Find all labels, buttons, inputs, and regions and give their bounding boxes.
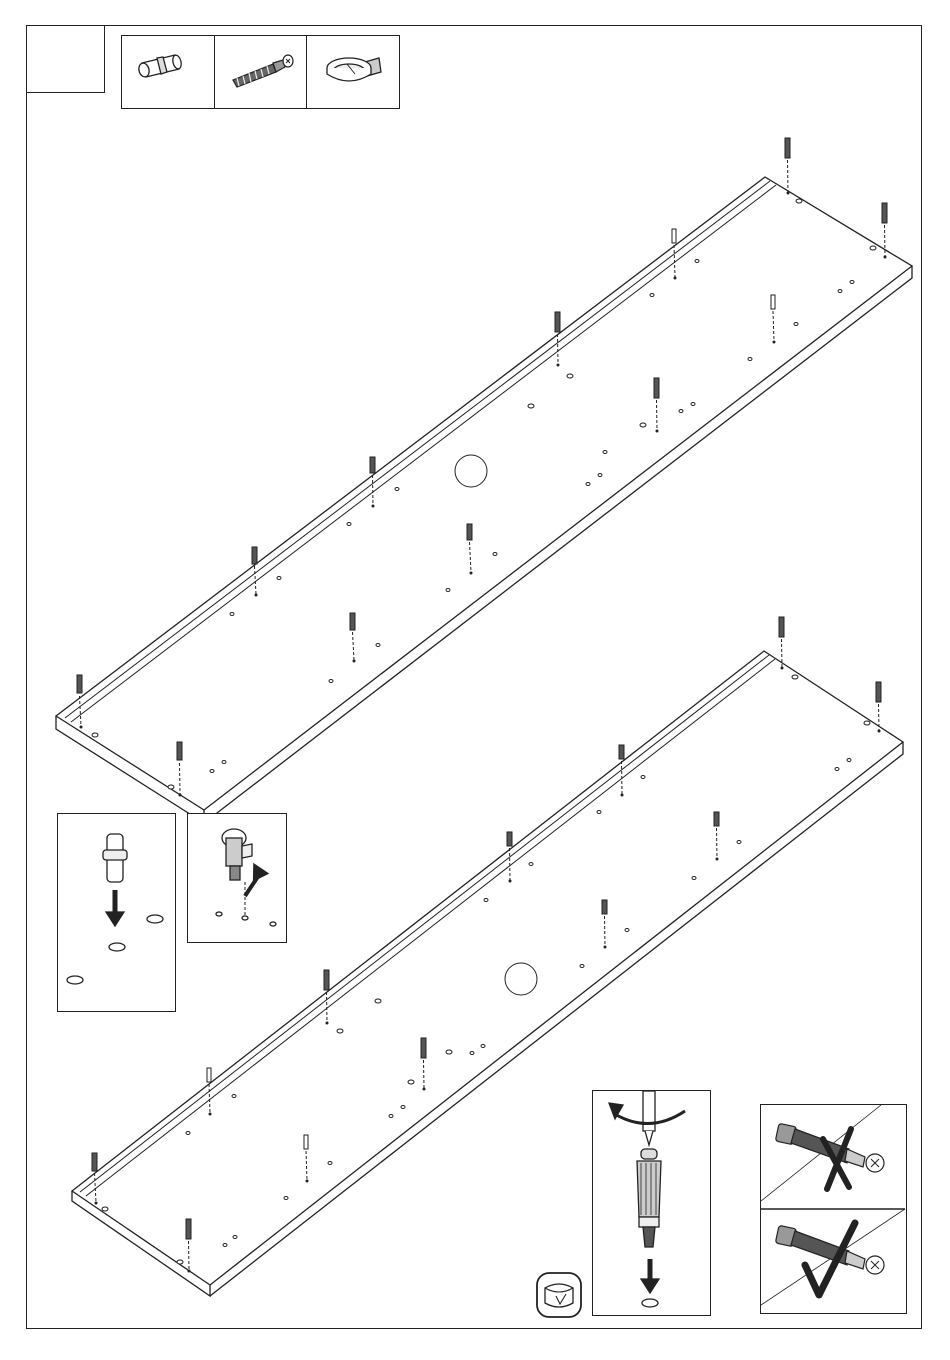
cam-bolt-icon: [779, 617, 784, 667]
cam-bolt-icon: [785, 138, 790, 192]
cam-bolt-screwing-detail: [592, 1090, 711, 1316]
wrong-right-orientation-detail: [760, 1104, 907, 1314]
dowel-down-arrow-icon: [58, 814, 174, 1010]
tape-measure-icon: [536, 1272, 582, 1318]
right-orientation-icon: [761, 1209, 905, 1305]
screwdriver-rotation-icon: [593, 1091, 709, 1314]
dowel-insertion-detail: [57, 813, 176, 1012]
cam-lock-insertion-detail: [187, 813, 287, 943]
cam-lock-down-arrow-icon: [188, 814, 285, 941]
wrong-orientation-icon: [761, 1105, 884, 1201]
cam-bolt-icon: [876, 682, 881, 730]
